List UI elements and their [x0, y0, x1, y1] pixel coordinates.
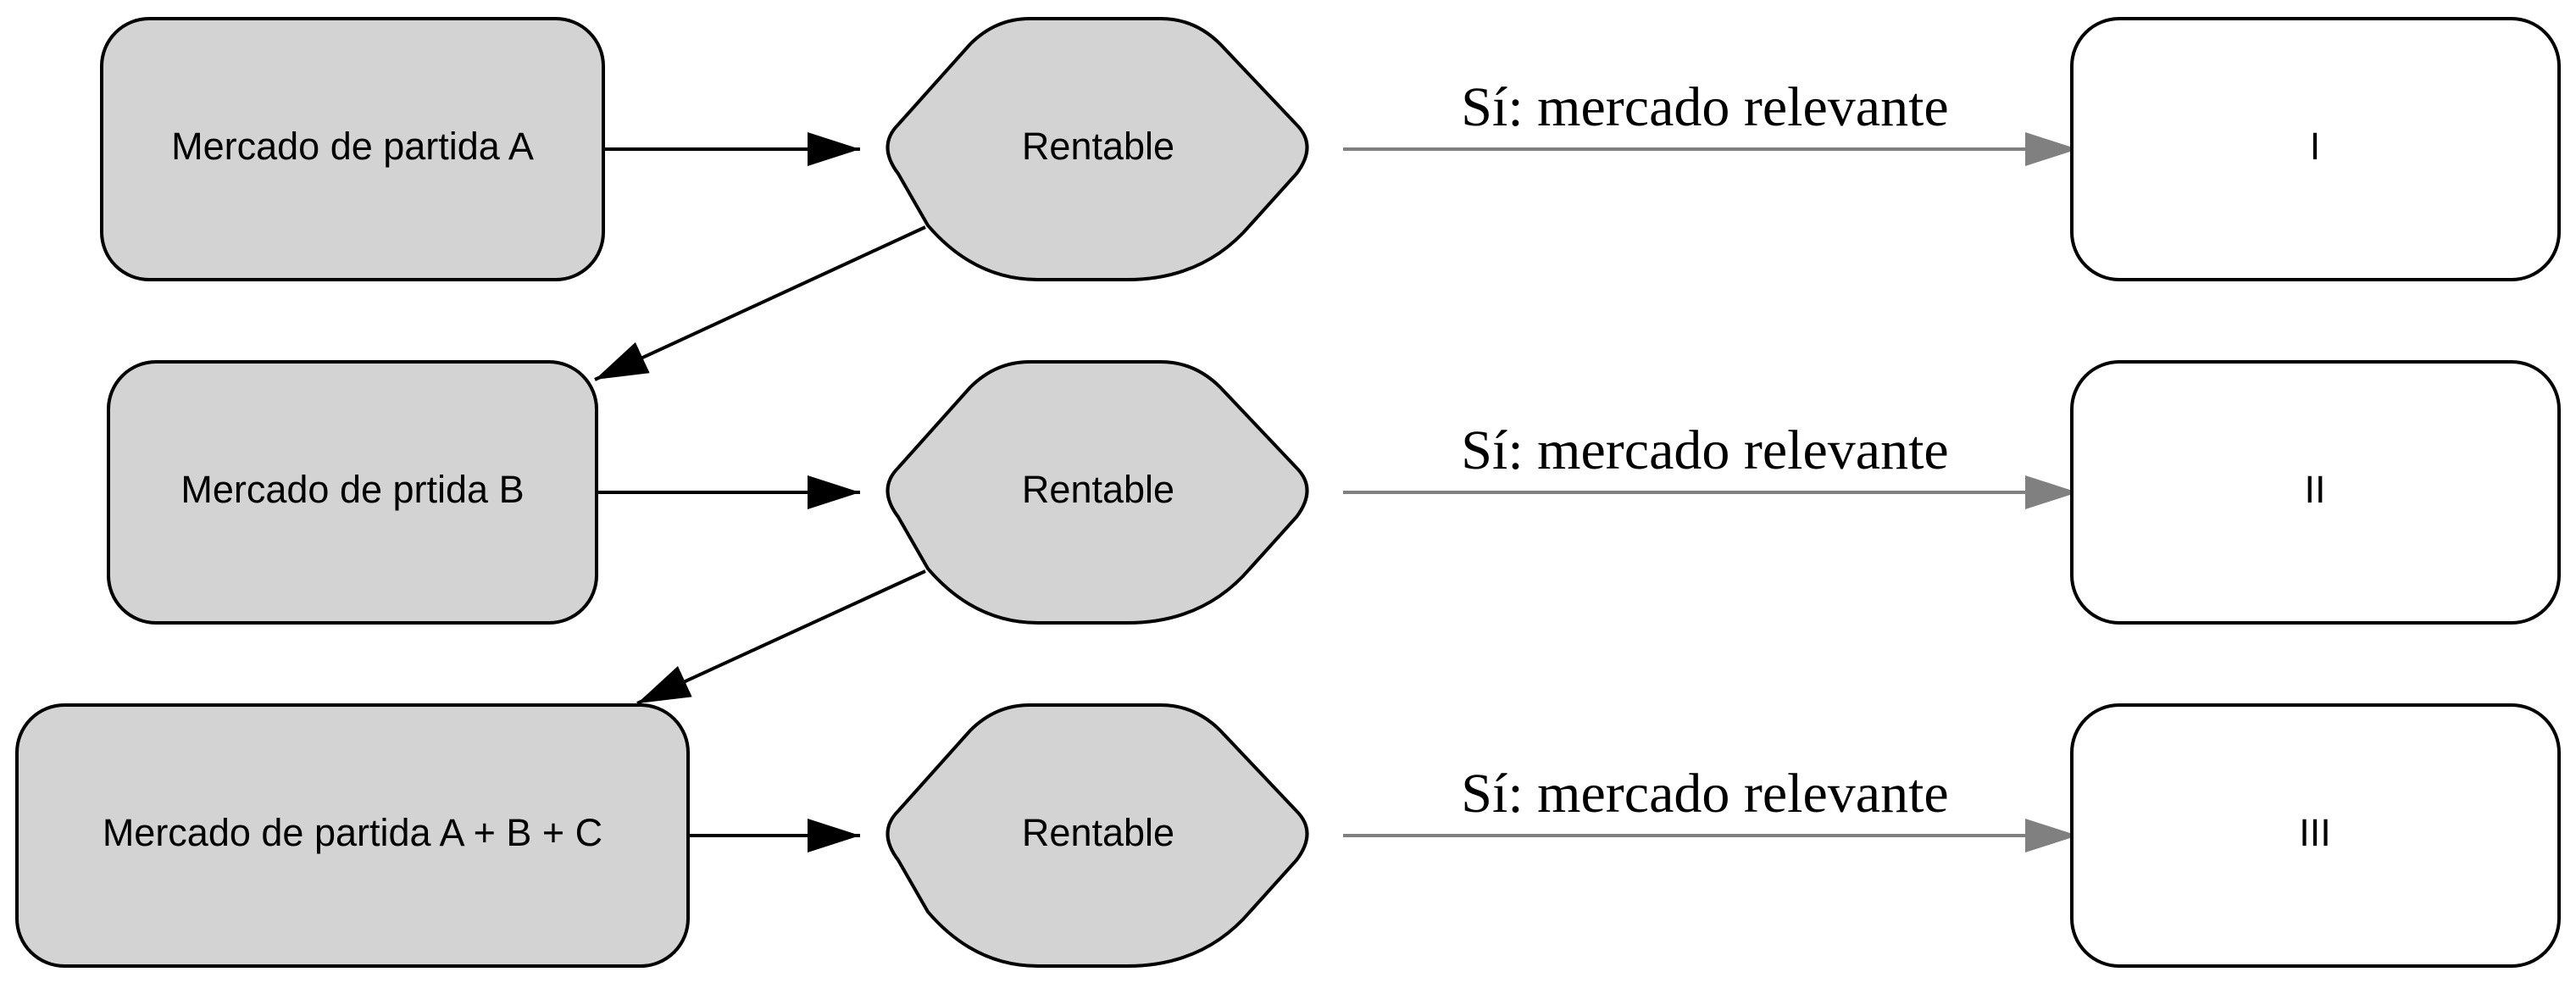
result-node-label-3: III [2299, 811, 2331, 854]
profitability-check-label-1: Rentable [1022, 125, 1174, 168]
edge-check-2-to-market-abc [636, 569, 926, 705]
profitability-check-node-3: Rentable [886, 703, 1309, 968]
result-node-3: III [2070, 703, 2561, 968]
market-node-abc: Mercado de partida A + B + C [15, 703, 690, 968]
profitability-check-label-3: Rentable [1022, 811, 1174, 854]
edge-yes-label-2: Sí: mercado relevante [1461, 419, 1948, 481]
profitability-check-label-2: Rentable [1022, 468, 1174, 511]
result-node-label-1: I [2310, 125, 2321, 168]
edge-check-1-to-market-b [594, 225, 926, 381]
result-node-label-2: II [2304, 468, 2325, 511]
market-node-b-label: Mercado de prtida B [180, 468, 524, 511]
market-node-b: Mercado de prtida B [107, 360, 598, 625]
edge-yes-label-3: Sí: mercado relevante [1461, 763, 1948, 825]
result-node-1: I [2070, 17, 2561, 281]
result-node-2: II [2070, 360, 2561, 625]
profitability-check-node-1: Rentable [886, 17, 1309, 281]
edge-yes-label-1: Sí: mercado relevante [1461, 76, 1948, 138]
market-node-abc-label: Mercado de partida A + B + C [103, 811, 602, 854]
market-node-a-label: Mercado de partida A [171, 125, 534, 168]
market-node-a: Mercado de partida A [100, 17, 605, 281]
profitability-check-node-2: Rentable [886, 360, 1309, 625]
